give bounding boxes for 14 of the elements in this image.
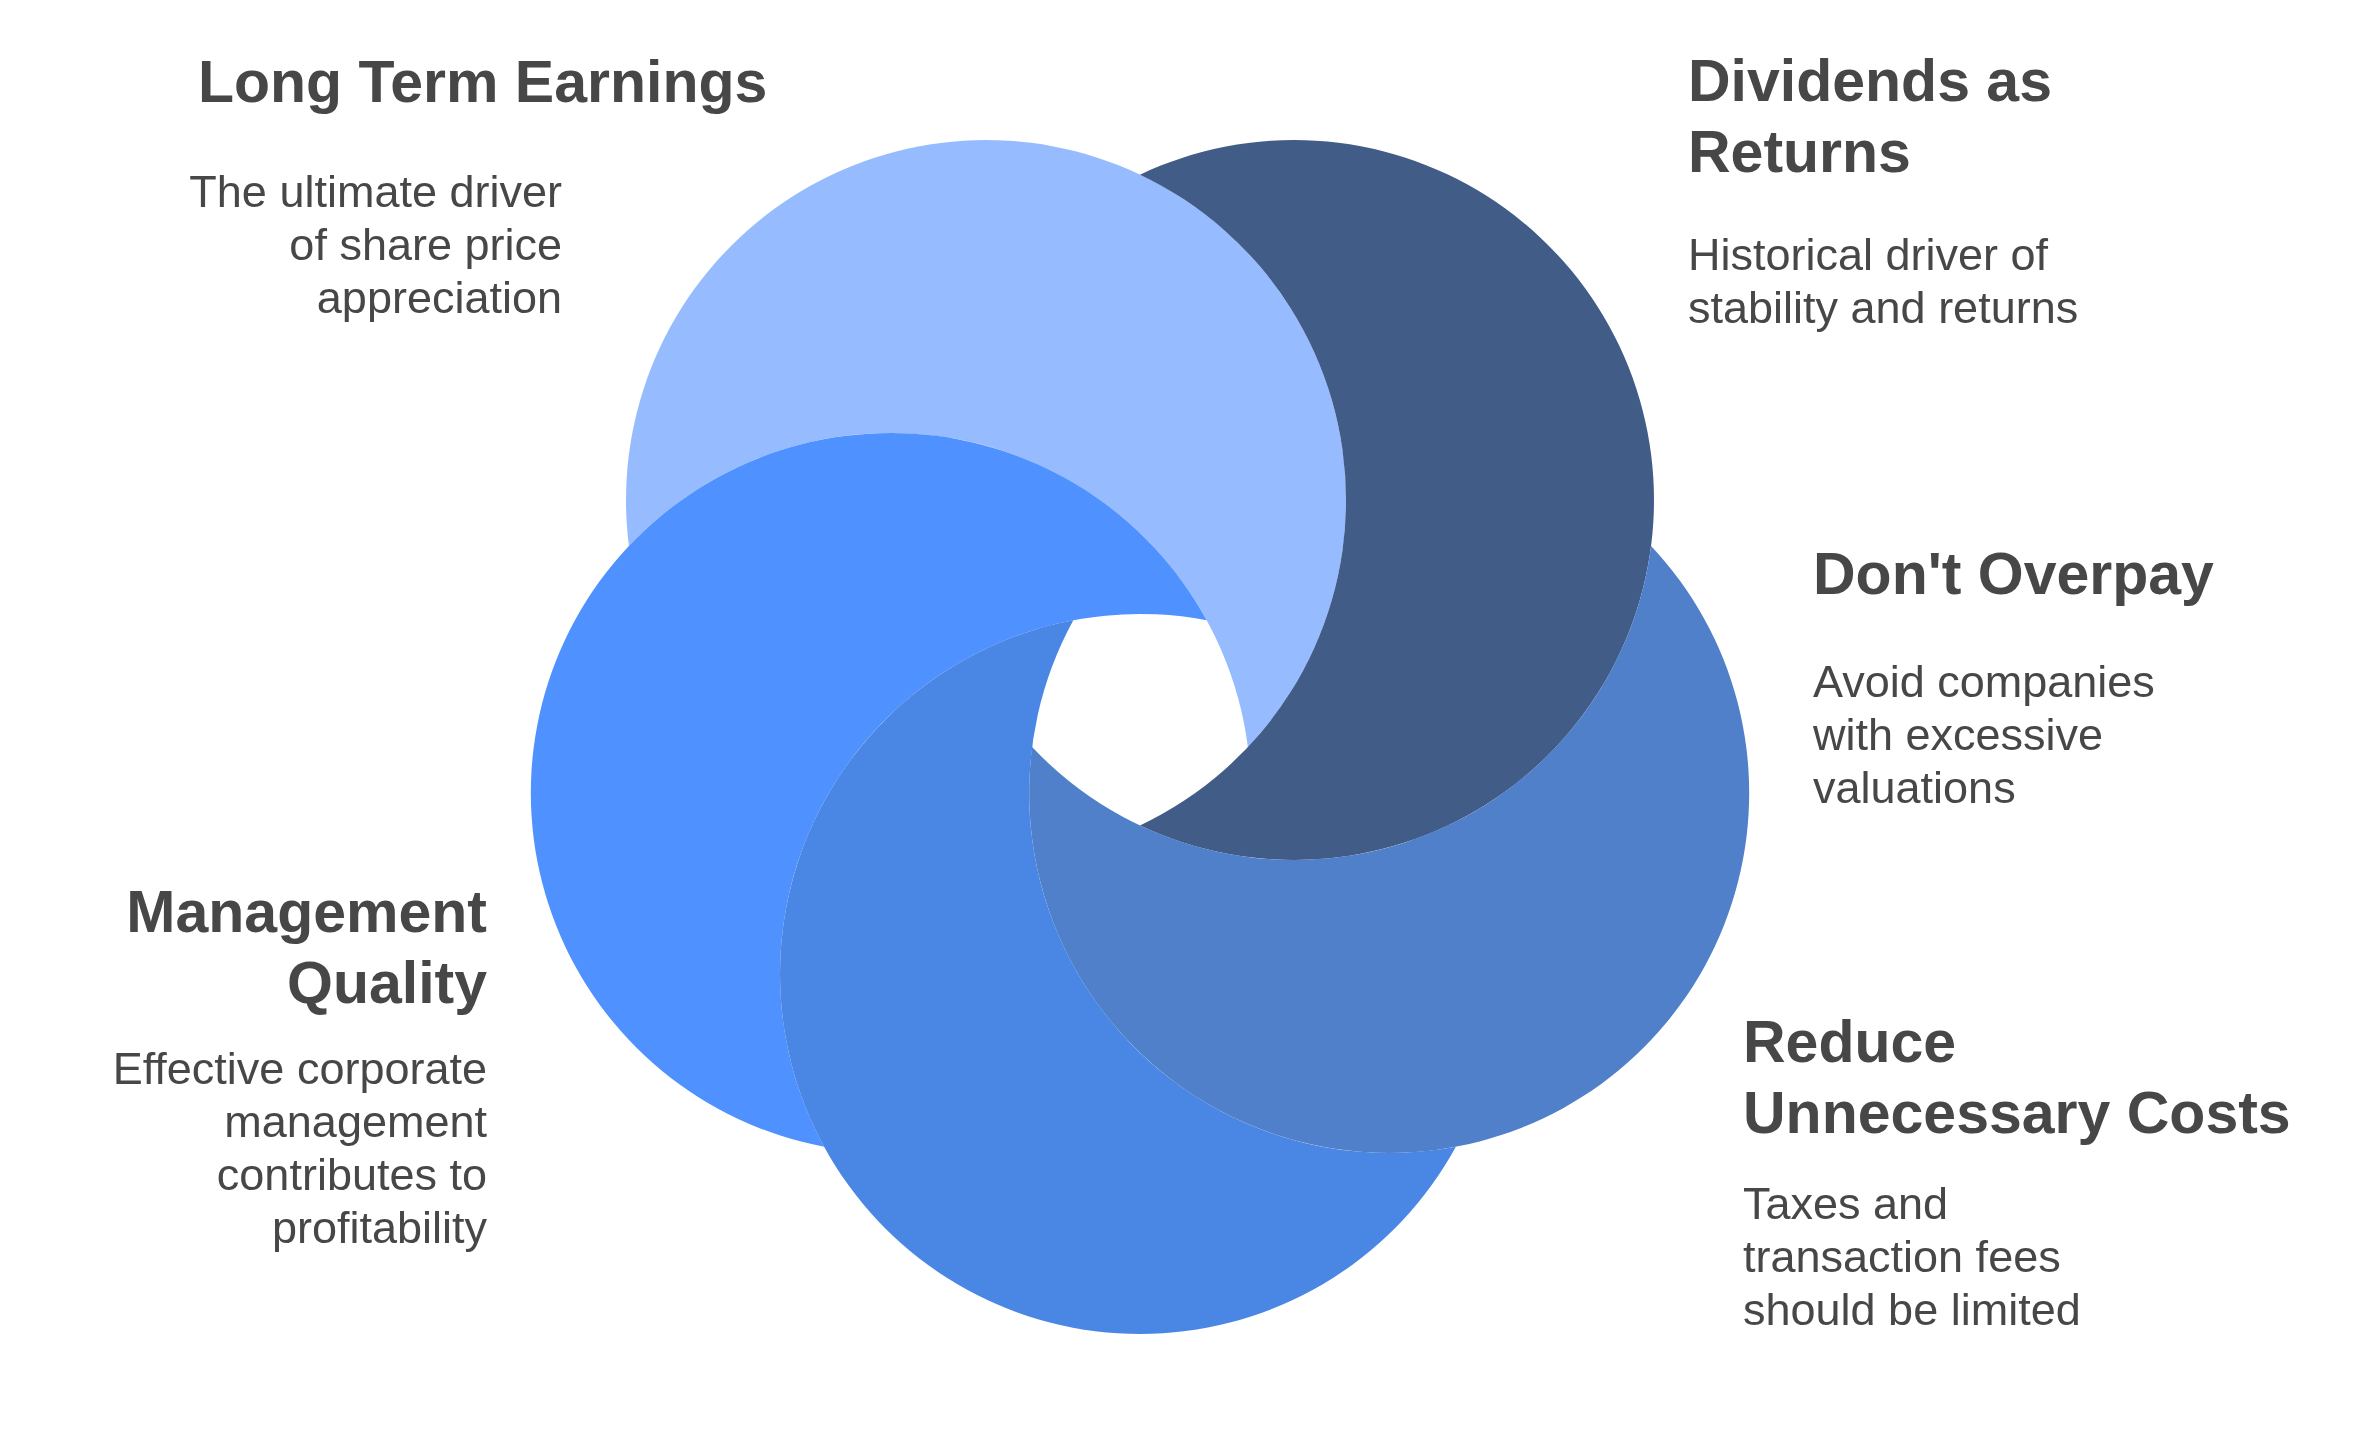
section-heading: Dividends as Returns bbox=[1688, 47, 2053, 187]
section-heading: Reduce Unnecessary Costs bbox=[1743, 1008, 2292, 1148]
description-text: Effective corporate management contributes to profitability bbox=[111, 1042, 487, 1254]
crescent-shape bbox=[531, 433, 1207, 1147]
crescent-shape bbox=[780, 620, 1456, 1334]
section-heading: Long Term Earnings bbox=[198, 48, 769, 117]
section-heading: Management Quality bbox=[125, 878, 487, 1018]
description-text: Taxes and transaction fees should be limited bbox=[1743, 1177, 2082, 1336]
description-text: Historical driver of stability and returns bbox=[1688, 228, 2080, 334]
crescent-shape bbox=[1140, 140, 1654, 860]
section-heading: Don't Overpay bbox=[1813, 540, 2215, 609]
description-text: The ultimate driver of share price appreciation bbox=[188, 165, 562, 324]
crescent-shape bbox=[626, 140, 1346, 748]
description-text: Avoid companies with excessive valuations bbox=[1813, 655, 2156, 814]
